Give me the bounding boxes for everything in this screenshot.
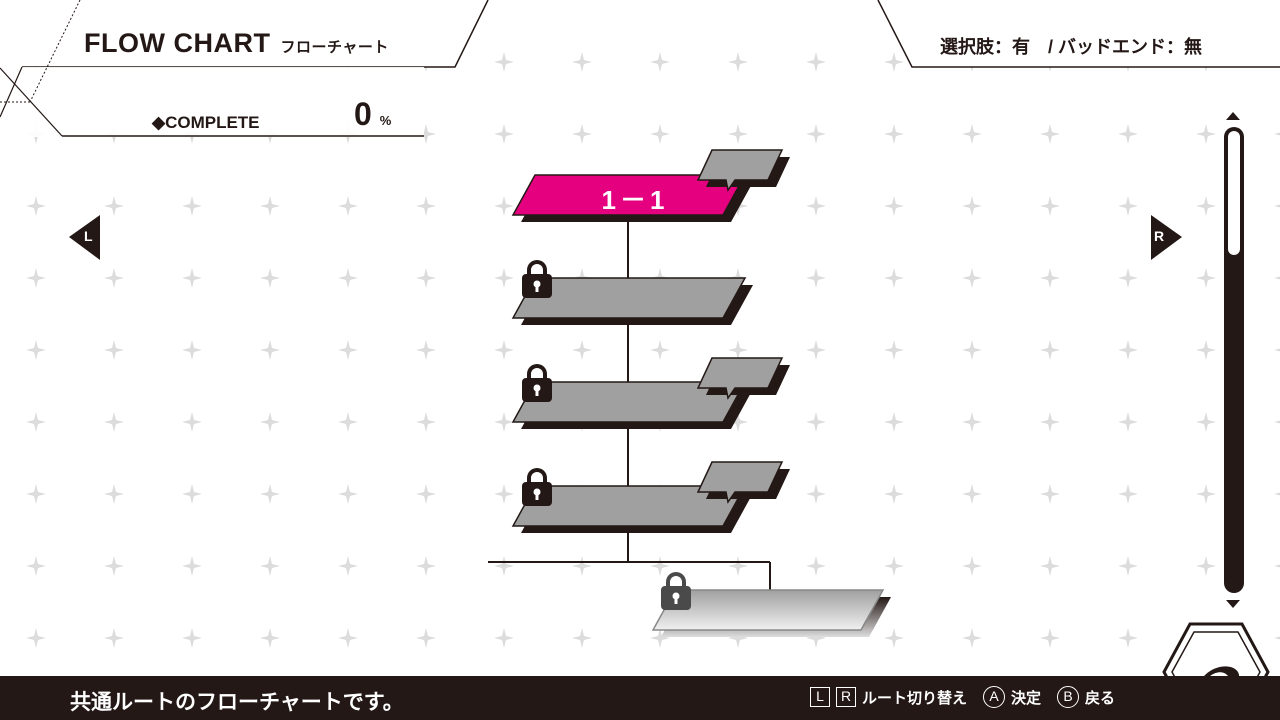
next-route-label: R — [1154, 228, 1165, 244]
complete-percent: 0% — [354, 96, 392, 132]
lock-icon — [522, 468, 552, 506]
lock-icon — [522, 260, 552, 298]
r-button-icon: R — [836, 687, 856, 707]
confirm-hint[interactable]: 決定 — [1011, 689, 1042, 707]
node-label: 1－1 — [601, 185, 669, 215]
flowchart-node-locked[interactable] — [651, 589, 891, 637]
lock-icon — [661, 572, 691, 610]
l-button-icon: L — [810, 687, 830, 707]
b-button-icon: B — [1057, 686, 1080, 708]
flowchart-node-locked[interactable] — [511, 277, 753, 325]
route-switch-hint[interactable]: ルート切り替え — [862, 689, 968, 707]
lock-icon — [522, 364, 552, 402]
a-button-icon: A — [983, 686, 1006, 708]
scroll-thumb — [1228, 131, 1240, 255]
route-info: 選択肢：有 / バッドエンド：無 — [940, 37, 1203, 57]
choice-bubble-icon — [696, 461, 790, 504]
next-route-arrow[interactable] — [1151, 215, 1182, 260]
flowchart-node-locked[interactable] — [511, 381, 753, 429]
description-text: 共通ルートのフローチャートです。 — [70, 691, 404, 714]
scrollbar[interactable] — [1224, 112, 1244, 608]
complete-label: ◆COMPLETE — [152, 113, 260, 132]
prev-route-label: L — [84, 228, 93, 244]
choice-bubble-icon — [696, 357, 790, 400]
flowchart-node-1-1[interactable] — [511, 174, 753, 222]
choice-bubble-icon — [696, 149, 790, 192]
prev-route-arrow[interactable] — [69, 215, 100, 260]
button-hints: L R ルート切り替え A 決定 B 戻る — [810, 686, 1115, 708]
back-hint[interactable]: 戻る — [1085, 689, 1116, 707]
flowchart-node-locked[interactable] — [511, 485, 753, 533]
